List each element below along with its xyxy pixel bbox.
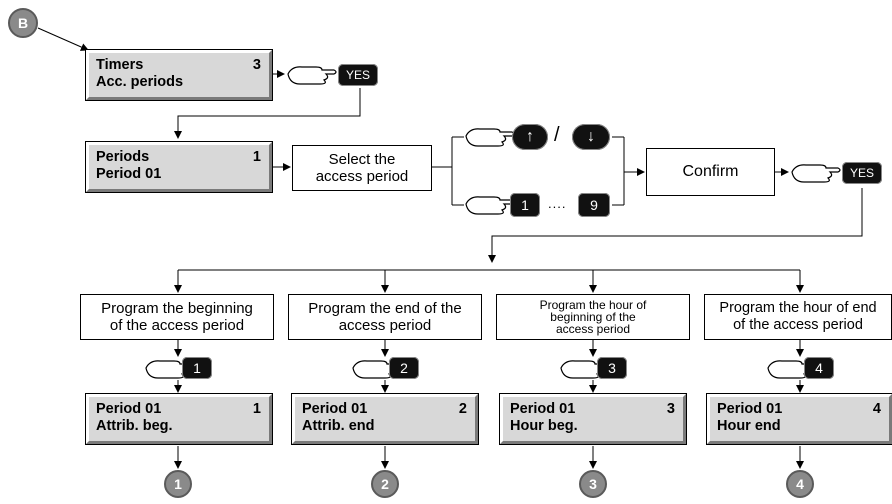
timers-display-line2: Acc. periods	[96, 74, 184, 90]
step-2-text-line1: Program the end of the	[308, 300, 462, 317]
display-3-line1: Period 01	[510, 401, 576, 417]
hand-press-key-1[interactable]: 1	[144, 354, 214, 382]
display-1-line2: Attrib. beg.	[96, 418, 173, 434]
step-box-program-end: Program the end of the access period	[288, 294, 482, 340]
down-arrow-key-wrap[interactable]: ↓	[570, 122, 612, 152]
yes-key[interactable]: YES	[338, 64, 378, 86]
display-attrib-beg: Period 01 Attrib. beg. 1	[85, 393, 273, 445]
key-1[interactable]: 1	[182, 357, 212, 379]
display-hour-beg: Period 01 Hour beg. 3	[499, 393, 687, 445]
hand-press-key-3[interactable]: 3	[559, 354, 629, 382]
display-2-line1: Period 01	[302, 401, 368, 417]
confirm-box: Confirm	[646, 148, 775, 196]
step-4-text-line1: Program the hour of end	[719, 300, 877, 316]
timers-display: Timers Acc. periods 3	[85, 49, 273, 101]
pointing-hand-icon	[287, 66, 337, 85]
step-3-text-line3: access period	[555, 322, 631, 336]
periods-display-line2: Period 01	[96, 166, 162, 182]
ellipsis: ....	[548, 196, 567, 211]
step-4-text-line2: of the access period	[733, 317, 863, 333]
up-arrow-key[interactable]: ↑	[512, 124, 548, 150]
step-3-text-line2: beginning of the	[550, 310, 636, 324]
display-4-number: 4	[872, 401, 881, 417]
continuation-marker-1: 1	[164, 470, 192, 498]
step-1-text-line2: of the access period	[109, 317, 245, 334]
display-2-number: 2	[458, 401, 467, 417]
display-2-line2: Attrib. end	[302, 418, 375, 434]
step-box-program-hour-beginning: Program the hour of beginning of the acc…	[496, 294, 690, 340]
pointing-hand-icon	[791, 164, 841, 183]
or-separator: /	[554, 124, 560, 146]
display-1-number: 1	[252, 401, 261, 417]
step-box-program-beginning: Program the beginning of the access peri…	[80, 294, 274, 340]
hand-press-yes-1[interactable]: YES	[286, 60, 382, 90]
step-2-text-line2: access period	[338, 317, 432, 334]
digit-last-key[interactable]: 9	[578, 193, 610, 217]
display-hour-end: Period 01 Hour end 4	[706, 393, 892, 445]
display-attrib-end: Period 01 Attrib. end 2	[291, 393, 479, 445]
continuation-marker-2: 2	[371, 470, 399, 498]
digit-last-key-wrap[interactable]: 9	[576, 190, 612, 220]
continuation-marker-4: 4	[786, 470, 814, 498]
hand-press-up-arrow[interactable]: ↑	[464, 122, 550, 152]
start-marker-b: B	[8, 8, 38, 38]
step-1-text-line1: Program the beginning	[101, 300, 253, 317]
digit-first-key[interactable]: 1	[510, 193, 540, 217]
display-4-line2: Hour end	[717, 418, 781, 434]
select-box-line1: Select the	[328, 151, 396, 168]
display-4-line1: Period 01	[717, 401, 783, 417]
timers-display-number: 3	[252, 57, 261, 73]
hand-press-key-2[interactable]: 2	[351, 354, 421, 382]
select-access-period-box: Select the access period	[292, 145, 432, 191]
hand-press-digit-1[interactable]: 1	[464, 190, 542, 220]
periods-display-number: 1	[252, 149, 261, 165]
continuation-marker-3: 3	[579, 470, 607, 498]
key-2[interactable]: 2	[389, 357, 419, 379]
hand-press-yes-2[interactable]: YES	[790, 158, 884, 188]
step-3-text-line1: Program the hour of	[539, 298, 647, 312]
display-3-number: 3	[666, 401, 675, 417]
timers-display-line1: Timers	[96, 57, 144, 73]
key-4[interactable]: 4	[804, 357, 834, 379]
display-1-line1: Period 01	[96, 401, 162, 417]
yes-key[interactable]: YES	[842, 162, 882, 184]
down-arrow-key[interactable]: ↓	[572, 124, 610, 150]
step-box-program-hour-end: Program the hour of end of the access pe…	[704, 294, 892, 340]
select-box-line2: access period	[315, 168, 409, 185]
periods-display-line1: Periods	[96, 149, 150, 165]
periods-display: Periods Period 01 1	[85, 141, 273, 193]
display-3-line2: Hour beg.	[510, 418, 578, 434]
hand-press-key-4[interactable]: 4	[766, 354, 836, 382]
key-3[interactable]: 3	[597, 357, 627, 379]
